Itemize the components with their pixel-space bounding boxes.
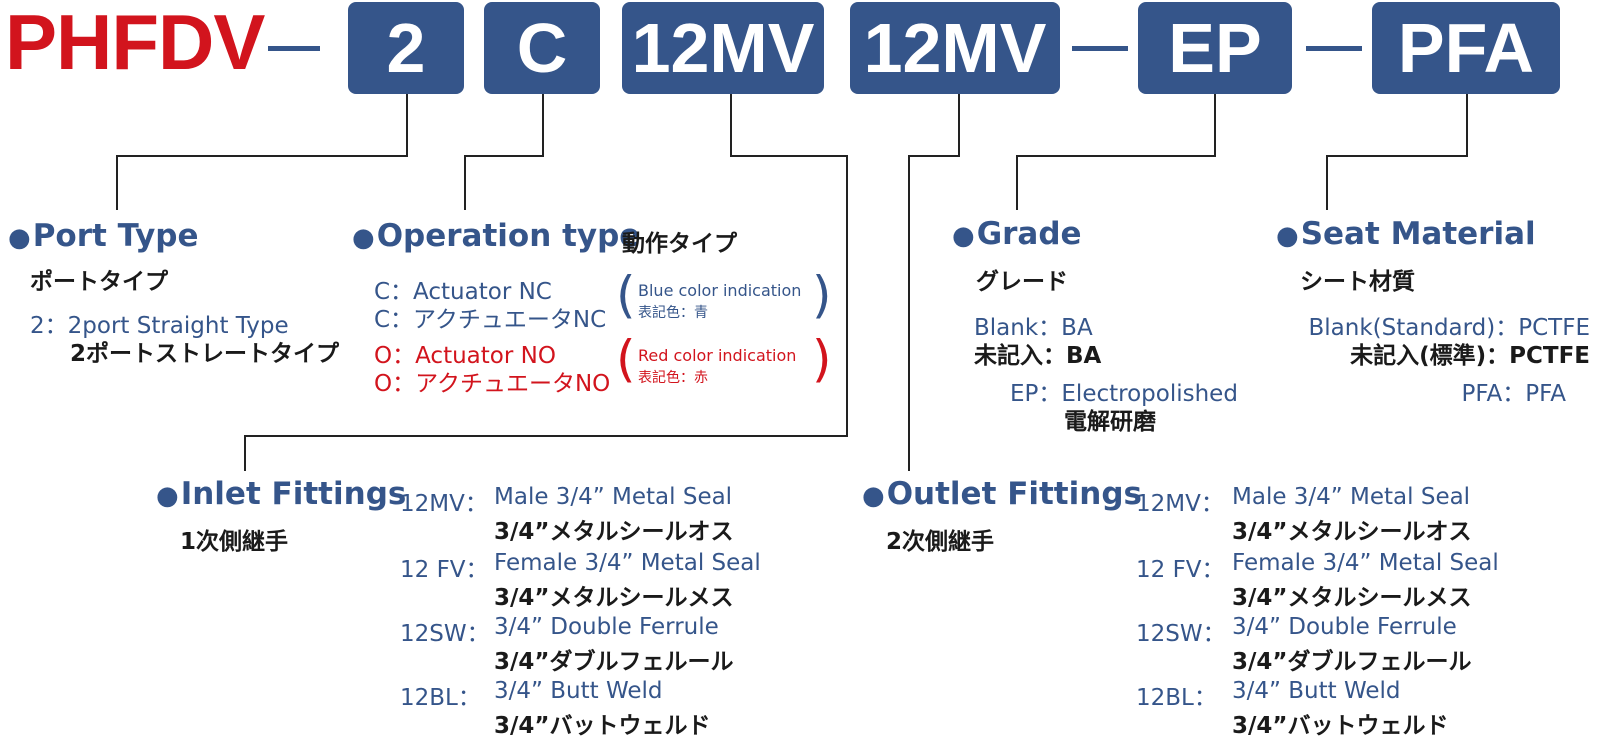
outlet-desc-jp: 3/4”バットウェルド	[1232, 713, 1449, 739]
outlet-heading: ●Outlet Fittings	[862, 476, 1142, 512]
inlet-desc-jp: 3/4”メタルシールメス	[494, 585, 734, 611]
seat-material-heading: ●Seat Material	[1276, 216, 1536, 252]
grade-blank-en: Blank：BA	[974, 315, 1093, 341]
paren-close: )	[812, 330, 832, 388]
grade-blank-jp: 未記入：BA	[974, 343, 1102, 369]
operation-type-jp: 動作タイプ	[622, 231, 737, 257]
outlet-desc: Female 3/4” Metal Seal	[1232, 550, 1499, 576]
bullet-icon: ●	[952, 221, 975, 251]
grade-ep-en: EP：Electropolished	[1010, 381, 1238, 407]
outlet-code: 12MV：	[1136, 491, 1224, 517]
paren-open: (	[616, 266, 636, 324]
seat-blank-en: Blank(Standard)：PCTFE	[1308, 315, 1590, 341]
grade-ep-jp: 電解研磨	[1064, 409, 1156, 435]
connector-line	[1466, 94, 1468, 156]
connector-line	[116, 155, 118, 210]
seat-pfa: PFA：PFA	[1461, 381, 1566, 407]
connector-line	[1016, 155, 1216, 157]
seat-material-jp: シート材質	[1300, 269, 1415, 295]
inlet-desc: Female 3/4” Metal Seal	[494, 550, 761, 576]
operation-no-jp: O：アクチュエータNO	[374, 371, 611, 397]
grade-jp: グレード	[976, 269, 1068, 295]
outlet-desc-jp: 3/4”ダブルフェルール	[1232, 649, 1472, 675]
connector-line	[730, 155, 848, 157]
inlet-code: 12SW：	[400, 621, 490, 647]
paren-open: (	[616, 330, 636, 388]
inlet-jp: 1次側継手	[180, 529, 289, 555]
connector-line	[406, 94, 408, 156]
connector-line	[958, 94, 960, 156]
bullet-icon: ●	[352, 223, 375, 253]
inlet-desc-jp: 3/4”ダブルフェルール	[494, 649, 734, 675]
grade-heading: ●Grade	[952, 216, 1082, 252]
outlet-desc-jp: 3/4”メタルシールメス	[1232, 585, 1472, 611]
outlet-desc: Male 3/4” Metal Seal	[1232, 484, 1471, 510]
inlet-code: 12MV：	[400, 491, 488, 517]
connector-line	[908, 155, 910, 471]
connector-line	[244, 435, 246, 471]
connector-line	[1016, 155, 1018, 210]
connector-line	[730, 94, 732, 156]
paren-close: )	[812, 266, 832, 324]
code-segment-outlet: 12MV	[850, 2, 1060, 94]
outlet-code: 12BL：	[1136, 685, 1217, 711]
outlet-desc: 3/4” Double Ferrule	[1232, 614, 1457, 640]
connector-line	[1326, 155, 1468, 157]
operation-no-en: O：Actuator NO	[374, 343, 556, 369]
code-segment-port: 2	[348, 2, 464, 94]
code-segment-grade: EP	[1138, 2, 1292, 94]
operation-nc-en: C：Actuator NC	[374, 279, 552, 305]
model-prefix: PHFDV	[5, 0, 265, 86]
bullet-icon: ●	[8, 223, 31, 253]
inlet-desc: 3/4” Double Ferrule	[494, 614, 719, 640]
port-type-jp: ポートタイプ	[30, 269, 168, 295]
code-segment-seat: PFA	[1372, 2, 1560, 94]
inlet-desc: Male 3/4” Metal Seal	[494, 484, 733, 510]
seat-blank-jp: 未記入(標準)：PCTFE	[1350, 343, 1590, 369]
operation-no-note-en: Red color indication	[638, 346, 797, 365]
connector-line	[464, 155, 466, 210]
connector-line	[244, 435, 848, 437]
port-type-option: 2：2port Straight Type	[30, 313, 289, 339]
operation-type-heading: ●Operation type	[352, 218, 641, 254]
connector-line	[464, 155, 544, 157]
inlet-heading: ●Inlet Fittings	[156, 476, 407, 512]
connector-line	[1214, 94, 1216, 156]
separator-dash	[1072, 46, 1128, 51]
port-type-option-jp: 2ポートストレートタイプ	[70, 341, 340, 367]
port-type-heading: ●Port Type	[8, 218, 199, 254]
connector-line	[908, 155, 960, 157]
connector-line	[1326, 155, 1328, 210]
bullet-icon: ●	[862, 481, 885, 511]
outlet-desc: 3/4” Butt Weld	[1232, 678, 1401, 704]
inlet-code: 12 FV：	[400, 557, 489, 583]
inlet-desc-jp: 3/4”バットウェルド	[494, 713, 711, 739]
bullet-icon: ●	[156, 481, 179, 511]
connector-line	[116, 155, 408, 157]
code-segment-inlet: 12MV	[622, 2, 824, 94]
operation-nc-jp: C：アクチュエータNC	[374, 307, 607, 333]
separator-dash	[1306, 46, 1362, 51]
operation-nc-note-jp: 表記色：青	[638, 305, 708, 321]
inlet-code: 12BL：	[400, 685, 481, 711]
operation-nc-note-en: Blue color indication	[638, 281, 802, 300]
code-segment-operation: C	[484, 2, 600, 94]
inlet-desc-jp: 3/4”メタルシールオス	[494, 519, 734, 545]
inlet-desc: 3/4” Butt Weld	[494, 678, 663, 704]
outlet-desc-jp: 3/4”メタルシールオス	[1232, 519, 1472, 545]
separator-dash	[268, 46, 320, 51]
outlet-code: 12SW：	[1136, 621, 1226, 647]
outlet-code: 12 FV：	[1136, 557, 1225, 583]
outlet-jp: 2次側継手	[886, 529, 995, 555]
bullet-icon: ●	[1276, 221, 1299, 251]
connector-line	[542, 94, 544, 156]
connector-line	[846, 155, 848, 437]
operation-no-note-jp: 表記色：赤	[638, 370, 708, 386]
